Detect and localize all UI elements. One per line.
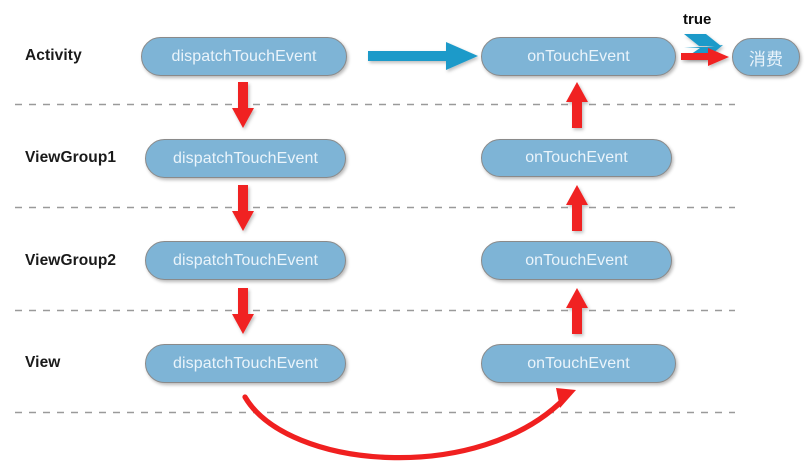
- row-label-viewgroup1: ViewGroup1: [25, 149, 117, 166]
- node-viewgroup1-ontouchevent[interactable]: onTouchEvent: [481, 139, 672, 177]
- node-view-dispatchtouchevent[interactable]: dispatchTouchEvent: [145, 344, 346, 383]
- red-up-arrow-view-to-viewgroup2: [566, 288, 588, 334]
- blue-arrow-dispatch-to-ontouch: [368, 42, 478, 70]
- blue-arrow-true-branch: [684, 34, 723, 59]
- row-label-activity: Activity: [25, 47, 82, 64]
- row-label-viewgroup2: ViewGroup2: [25, 252, 117, 269]
- red-up-arrow-viewgroup2-to-viewgroup1: [566, 185, 588, 231]
- red-down-arrow-viewgroup2-to-view: [232, 288, 254, 334]
- red-down-arrow-viewgroup1-to-viewgroup2: [232, 185, 254, 231]
- node-view-ontouchevent[interactable]: onTouchEvent: [481, 344, 676, 383]
- node-viewgroup2-dispatchtouchevent[interactable]: dispatchTouchEvent: [145, 241, 346, 280]
- red-down-arrow-activity-to-viewgroup1: [232, 82, 254, 128]
- node-consume[interactable]: 消费: [732, 38, 800, 76]
- red-curved-arrow-view-dispatch-to-ontouch: [242, 388, 576, 461]
- node-viewgroup2-ontouchevent[interactable]: onTouchEvent: [481, 241, 672, 280]
- row-label-view: View: [25, 354, 61, 371]
- node-activity-ontouchevent[interactable]: onTouchEvent: [481, 37, 676, 76]
- red-arrow-to-consume: [681, 48, 729, 66]
- red-up-arrow-viewgroup1-to-activity: [566, 82, 588, 128]
- edge-label-true: true: [683, 11, 712, 28]
- node-viewgroup1-dispatchtouchevent[interactable]: dispatchTouchEvent: [145, 139, 346, 178]
- node-activity-dispatchtouchevent[interactable]: dispatchTouchEvent: [141, 37, 347, 76]
